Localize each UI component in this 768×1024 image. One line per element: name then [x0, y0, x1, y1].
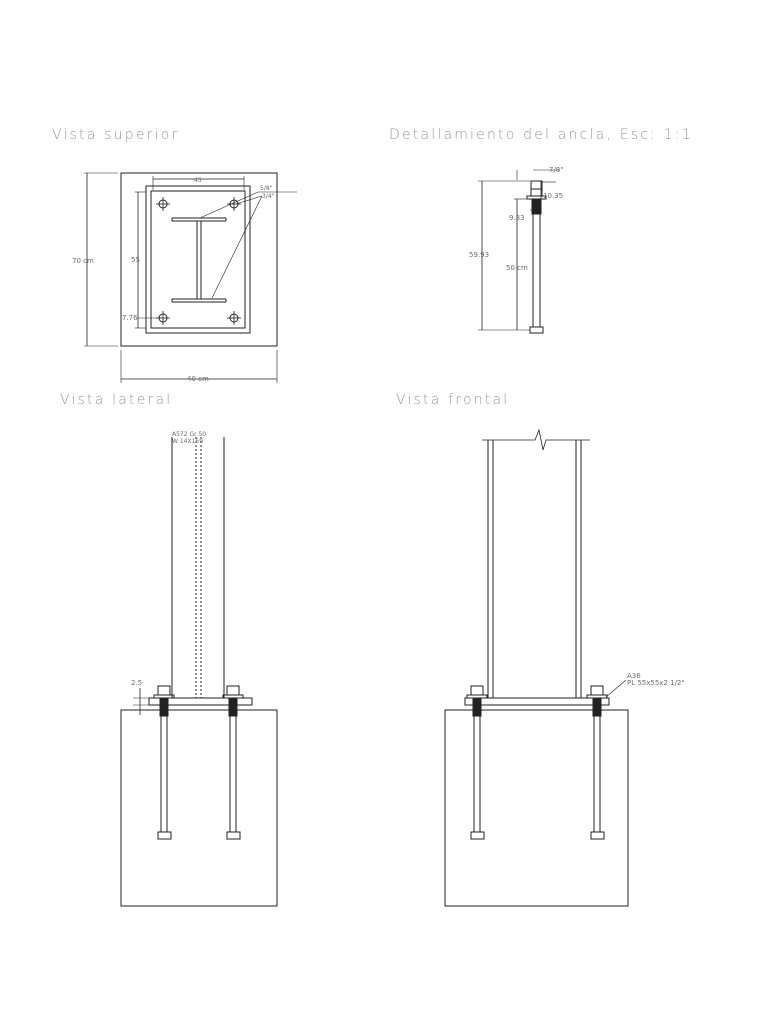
title-front-view: Vista frontal	[396, 392, 510, 408]
anchor-end-nut	[529, 326, 544, 334]
front-base-plate	[464, 697, 610, 706]
front-pedestal	[444, 709, 629, 907]
anchor-nut-bottom	[530, 188, 543, 197]
label-steel-grade: A36	[627, 672, 641, 680]
dim-inner-55: 55	[131, 256, 140, 264]
top-view-base-plate	[145, 185, 251, 334]
anchor-bolt-bottom-right	[226, 310, 242, 326]
label-bolt-size-2: 3/4"	[262, 193, 275, 200]
anchor-bolt-top-left	[155, 196, 171, 212]
anchor-bolt-bottom-left	[155, 310, 171, 326]
title-side-view: Vista lateral	[60, 392, 173, 408]
label-column-section: W 14X159	[172, 438, 203, 445]
label-column-grade: A572 Gr 50	[172, 431, 206, 438]
side-view	[120, 437, 278, 907]
label-plate-spec: PL 55x55x2 1/2"	[627, 679, 685, 687]
dim-inner-top: 45	[194, 177, 202, 184]
dim-width-40: 40 cm	[187, 375, 209, 383]
anchor-threaded-part	[531, 198, 542, 215]
dim-height-70: 70 cm	[72, 257, 94, 265]
dim-10-35: 10.35	[543, 192, 563, 200]
dim-50: 50 cm	[506, 264, 528, 272]
top-view	[84, 172, 297, 383]
dim-plate-thickness: 2.5	[131, 679, 142, 687]
break-line	[482, 428, 590, 451]
anchor-bolt-top-right	[226, 196, 242, 212]
dim-diameter: 7/8"	[549, 166, 564, 174]
title-top-view: Vista superior	[52, 127, 180, 143]
top-view-pedestal	[120, 172, 278, 347]
side-pedestal	[120, 709, 278, 907]
dim-59-93: 59.93	[469, 251, 489, 259]
title-anchor-detail: Detallamiento del ancla, Esc: 1:1	[389, 127, 693, 143]
dim-bolt-spacing: 7.76	[122, 314, 138, 322]
anchor-nut-top	[530, 180, 543, 190]
anchor-detail	[478, 169, 560, 334]
label-bolt-size-1: 5/8"	[260, 185, 273, 192]
front-view	[444, 428, 629, 907]
top-view-base-plate-inner	[150, 190, 246, 329]
dim-9-33: 9.33	[509, 214, 525, 222]
